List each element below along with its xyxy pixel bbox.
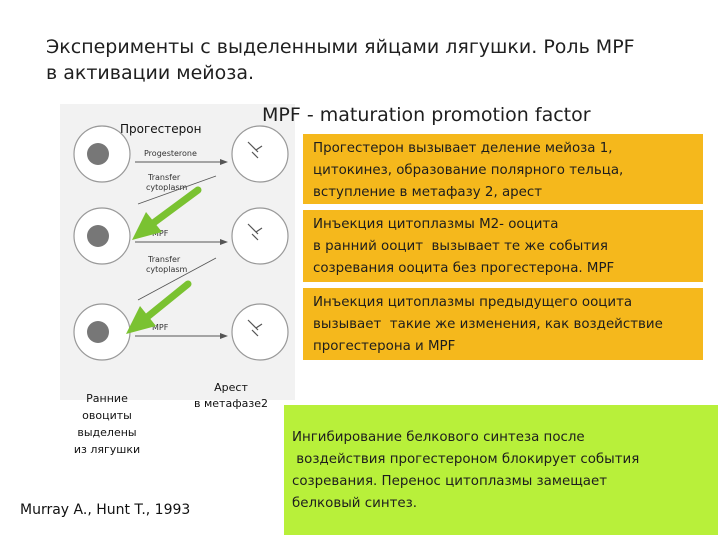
green-arrow-1 [132,186,202,240]
title-line-1: Эксперименты с выделенными яйцами лягушк… [46,36,635,58]
transfer-line-1 [137,175,217,205]
nucleus-2 [87,225,109,247]
flow-arrowhead-2 [220,239,228,245]
flow-arrowhead-1 [220,159,228,165]
early-oocytes-label: Ранние овоциты выделены из лягушки [62,390,152,458]
box1-line-2: цитокинез, образование полярного тельца, [313,163,624,178]
label-transfer-1a: Transfer [147,173,181,182]
nucleus-1 [87,143,109,165]
mature-oocyte-1 [231,125,289,183]
green-line-1: Ингибирование белкового синтеза после [292,430,585,445]
spindle-icon-3 [247,319,263,337]
box3-line-2: вызывает такие же изменения, как воздейс… [313,317,663,332]
early-line-1: Ранние [86,392,128,405]
mature-oocyte-3 [231,303,289,361]
citation: Murray A., Hunt T., 1993 [20,502,191,518]
box1-line-3: вступление в метафазу 2, арест [313,185,543,200]
slide-title: Эксперименты с выделенными яйцами лягушк… [46,34,635,86]
arrest-label: Арест в метафазе2 [186,380,276,412]
title-line-2: в активации мейоза. [46,62,255,84]
spindle-icon-2 [247,223,263,241]
mature-oocyte-2 [231,207,289,265]
progesteron-label: Прогестерон [120,122,202,136]
early-line-2: овоциты [82,409,132,422]
mpf-heading: MPF - maturation promotion factor [262,104,591,126]
oocyte-diagram: Progesterone Transfer cytoplasm MPF Tran… [73,125,289,361]
orange-box-3: Инъекция цитоплазмы предыдущего ооцита в… [303,288,703,360]
box2-line-3: созревания ооцита без прогестерона. MPF [313,261,615,276]
box3-line-3: прогестерона и MPF [313,339,456,354]
label-transfer-2b: cytoplasm [146,265,188,274]
green-line-4: белковый синтез. [292,496,417,511]
box3-line-1: Инъекция цитоплазмы предыдущего ооцита [313,295,633,310]
arrest-line-1: Арест [214,381,248,394]
early-line-3: выделены [77,426,137,439]
green-arrow-2 [126,280,192,334]
transfer-line-2 [137,257,217,301]
orange-box-1: Прогестерон вызывает деление мейоза 1, ц… [303,134,703,204]
label-mpf-1: MPF [152,229,169,238]
green-box: Ингибирование белкового синтеза после во… [284,405,718,535]
label-transfer-2a: Transfer [147,255,181,264]
label-transfer-1b: cytoplasm [146,183,188,192]
spindle-icon-1 [247,141,263,159]
box2-line-2: в ранний ооцит вызывает те же события [313,239,608,254]
nucleus-3 [87,321,109,343]
label-mpf-2: MPF [152,323,169,332]
early-line-4: из лягушки [73,443,141,456]
flow-arrowhead-3 [220,333,228,339]
arrest-line-2: в метафазе2 [194,397,268,410]
experiment-figure: Progesterone Transfer cytoplasm MPF Tran… [60,104,295,400]
green-line-2: воздействия прогестероном блокирует собы… [292,452,640,467]
box2-line-1: Инъекция цитоплазмы М2- ооцита [313,217,559,232]
orange-box-2: Инъекция цитоплазмы М2- ооцита в ранний … [303,210,703,282]
box1-line-1: Прогестерон вызывает деление мейоза 1, [313,141,613,156]
green-line-3: созревания. Перенос цитоплазмы замещает [292,474,608,489]
label-progesterone: Progesterone [144,149,197,158]
